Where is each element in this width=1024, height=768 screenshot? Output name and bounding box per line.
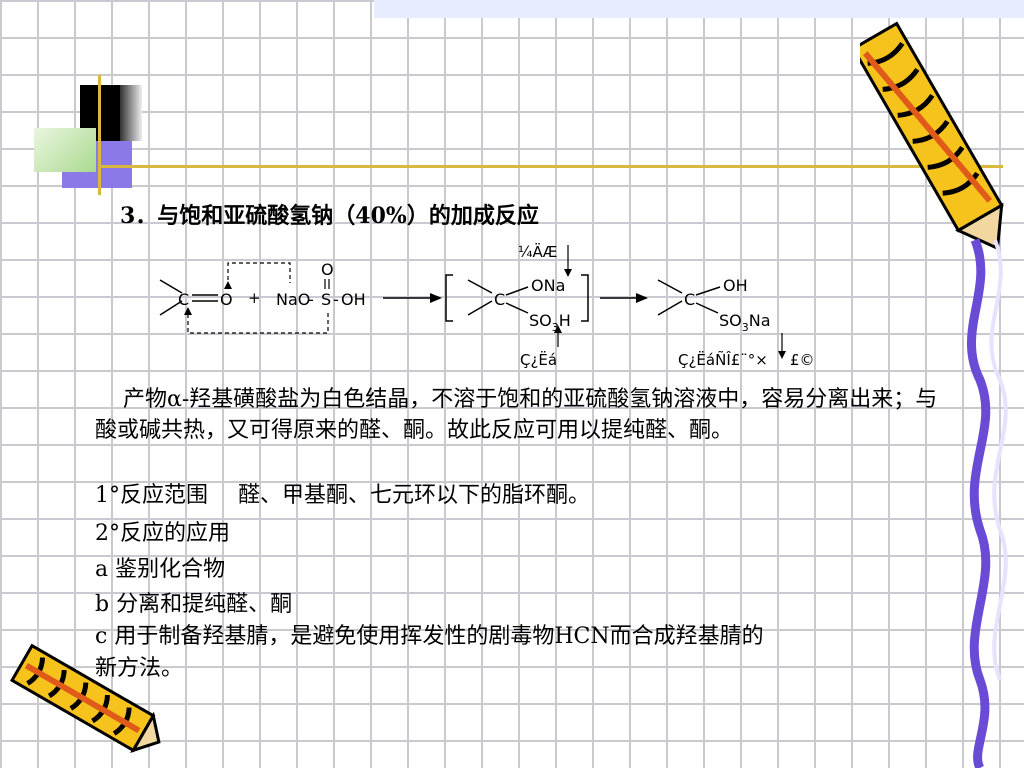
dashed-arrow-top — [227, 262, 291, 287]
application-item-c: c 用于制备羟基腈，是避免使用挥发性的剧毒物HCN而合成羟基腈的 — [95, 624, 764, 649]
dash-symbol: - — [308, 290, 314, 309]
reaction-scope-label: 1°反应范围 — [95, 483, 208, 508]
dashed-arrow-bottom — [187, 313, 329, 334]
product-carbon-label: C — [684, 290, 695, 309]
pencil-top-right-icon — [860, 21, 1004, 251]
bond-line — [505, 302, 529, 314]
intermediate-ona-label: ONa — [531, 276, 565, 295]
bond-line — [505, 286, 529, 296]
reaction-arrowhead — [636, 293, 648, 303]
gold-horizontal-rule — [98, 165, 1003, 168]
reagent-nao-label: NaO — [276, 290, 310, 309]
pencil-right-edge-icon — [967, 238, 1008, 768]
bracket-left — [445, 274, 453, 322]
bond-line — [695, 286, 721, 296]
dash-symbol: - — [333, 290, 339, 309]
description-paragraph: 产物α-羟基磺酸盐为白色结晶，不溶于饱和的亚硫酸氢钠溶液中，容易分离出来；与酸或… — [95, 387, 938, 443]
pencil-bottom-left-icon — [9, 643, 161, 753]
green-block-decoration — [34, 128, 96, 172]
bond-line — [159, 300, 183, 316]
reagent-oh-label: OH — [341, 290, 366, 309]
carbonyl-oxygen-label: O — [220, 290, 233, 309]
garbled-label-bottom-left: Ç¿Ëá — [520, 350, 557, 369]
plus-sign: + — [248, 289, 261, 307]
reaction-scope-text: 醛、甲基酮、七元环以下的脂环酮。 — [238, 483, 591, 508]
pointer-arrowhead — [564, 269, 572, 277]
reaction-scheme-diagram: C O + O NaO - S - OH C ONa SO3H ¼ÄÆ C OH… — [159, 242, 815, 369]
application-item-b: b 分离和提纯醛、酮 — [95, 592, 293, 617]
arrowhead — [224, 281, 232, 289]
application-heading: 2°反应的应用 — [95, 521, 230, 546]
reagent-sulfur-label: S — [321, 290, 331, 309]
gradient-block-decoration — [120, 85, 142, 141]
garbled-label-bottom-mid: Ç¿ËáÑÎ£¨°× — [678, 350, 768, 369]
product-oh-label: OH — [723, 276, 748, 295]
bond-line — [657, 279, 683, 294]
top-bar-decoration — [374, 0, 1024, 18]
intermediate-carbon-label: C — [494, 290, 505, 309]
reagent-oxygen-label: O — [321, 260, 334, 279]
garbled-label-top: ¼ÄÆ — [518, 242, 557, 261]
pointer-arrowhead — [778, 351, 786, 359]
bond-line — [467, 300, 493, 316]
carbonyl-carbon-label: C — [178, 290, 189, 309]
bond-line — [467, 279, 493, 294]
bracket-right — [581, 274, 589, 322]
pointer-arrowhead — [554, 325, 562, 333]
application-item-a: a 鉴别化合物 — [95, 557, 226, 582]
bond-line — [657, 300, 683, 316]
reaction-scope-line: 1°反应范围 醛、甲基酮、七元环以下的脂环酮。 — [95, 481, 590, 511]
application-item-c-continued: 新方法。 — [95, 656, 184, 681]
section-heading: 3．与饱和亚硫酸氢钠（40%）的加成反应 — [120, 203, 539, 229]
gold-vertical-rule — [98, 75, 101, 195]
reaction-arrowhead — [430, 293, 442, 303]
bond-line — [159, 279, 183, 294]
bond-line — [695, 302, 719, 314]
product-so3na-label: SO3Na — [719, 311, 771, 334]
arrowhead — [184, 307, 192, 315]
garbled-label-bottom-right: £© — [790, 351, 815, 369]
intermediate-so3h-label: SO3H — [529, 311, 571, 334]
